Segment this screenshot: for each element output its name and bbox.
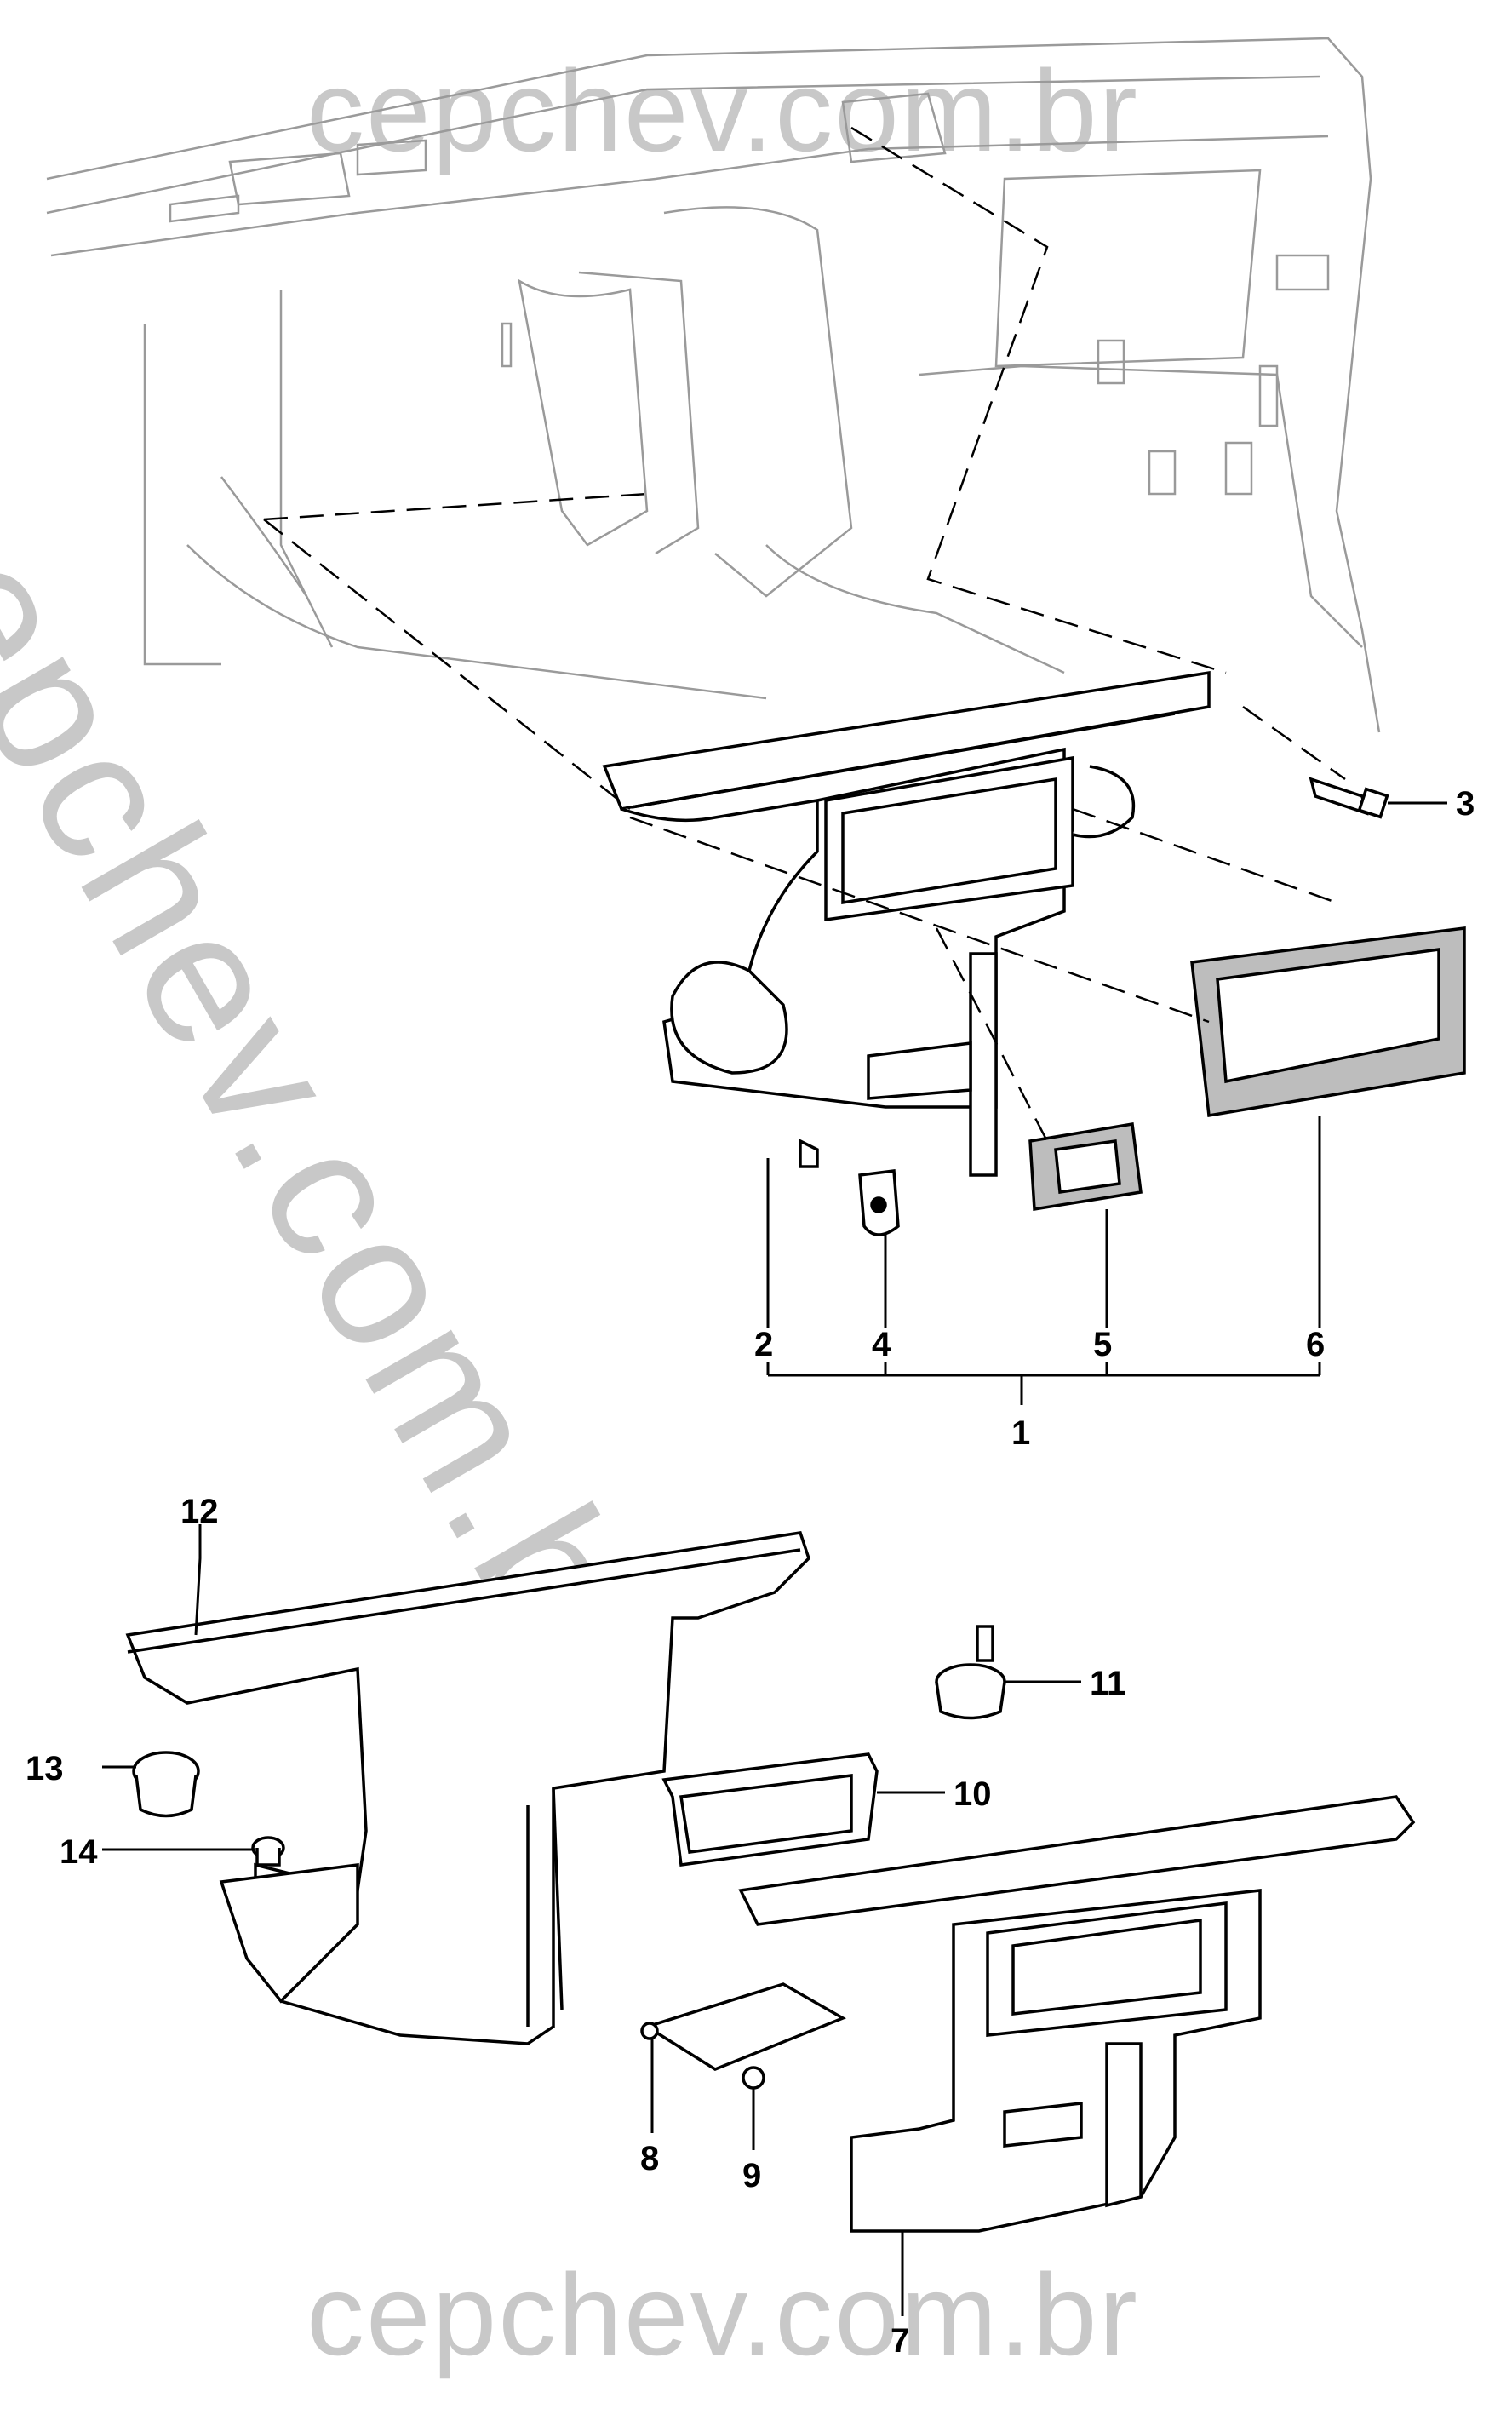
grommet-part — [132, 1751, 200, 1818]
callout-8: 8 — [640, 2140, 659, 2177]
callout-labels: 3 2 4 5 6 1 12 13 14 11 10 8 9 7 — [26, 785, 1475, 2360]
callout-3: 3 — [1456, 785, 1475, 823]
callout-11: 11 — [1090, 1665, 1125, 1702]
callout-13: 13 — [26, 1750, 64, 1787]
callout-10: 10 — [954, 1775, 992, 1813]
dashboard-outline — [46, 37, 1381, 733]
flap-door-part — [640, 1982, 847, 2071]
callout-7: 7 — [891, 2322, 909, 2360]
door-frame-part — [662, 1752, 879, 1867]
callout-12: 12 — [180, 1493, 219, 1530]
pushpin-clip — [251, 1836, 285, 1867]
foam-gasket-large — [1190, 926, 1466, 1118]
callout-2: 2 — [754, 1326, 773, 1363]
callout-leaders-lower — [102, 1524, 1081, 2316]
duct-frame-lower-left — [125, 1531, 811, 2045]
small-clip-part — [742, 2066, 765, 2090]
screw-part — [1309, 777, 1389, 819]
callout-1: 1 — [1011, 1414, 1030, 1452]
callout-9: 9 — [742, 2157, 761, 2194]
callout-leaders-upper — [766, 801, 1447, 1405]
duct-assembly-upper — [602, 670, 1211, 1177]
foam-gasket-small — [1028, 1121, 1143, 1212]
bumper-part — [935, 1625, 1006, 1720]
callout-5: 5 — [1093, 1326, 1112, 1363]
exploded-view-lines-upper — [263, 126, 1346, 1142]
clip-part — [858, 1169, 900, 1236]
callout-6: 6 — [1306, 1326, 1325, 1363]
duct-assembly-lower-right — [738, 1795, 1416, 2233]
callout-4: 4 — [872, 1326, 891, 1363]
callout-14: 14 — [60, 1833, 98, 1871]
